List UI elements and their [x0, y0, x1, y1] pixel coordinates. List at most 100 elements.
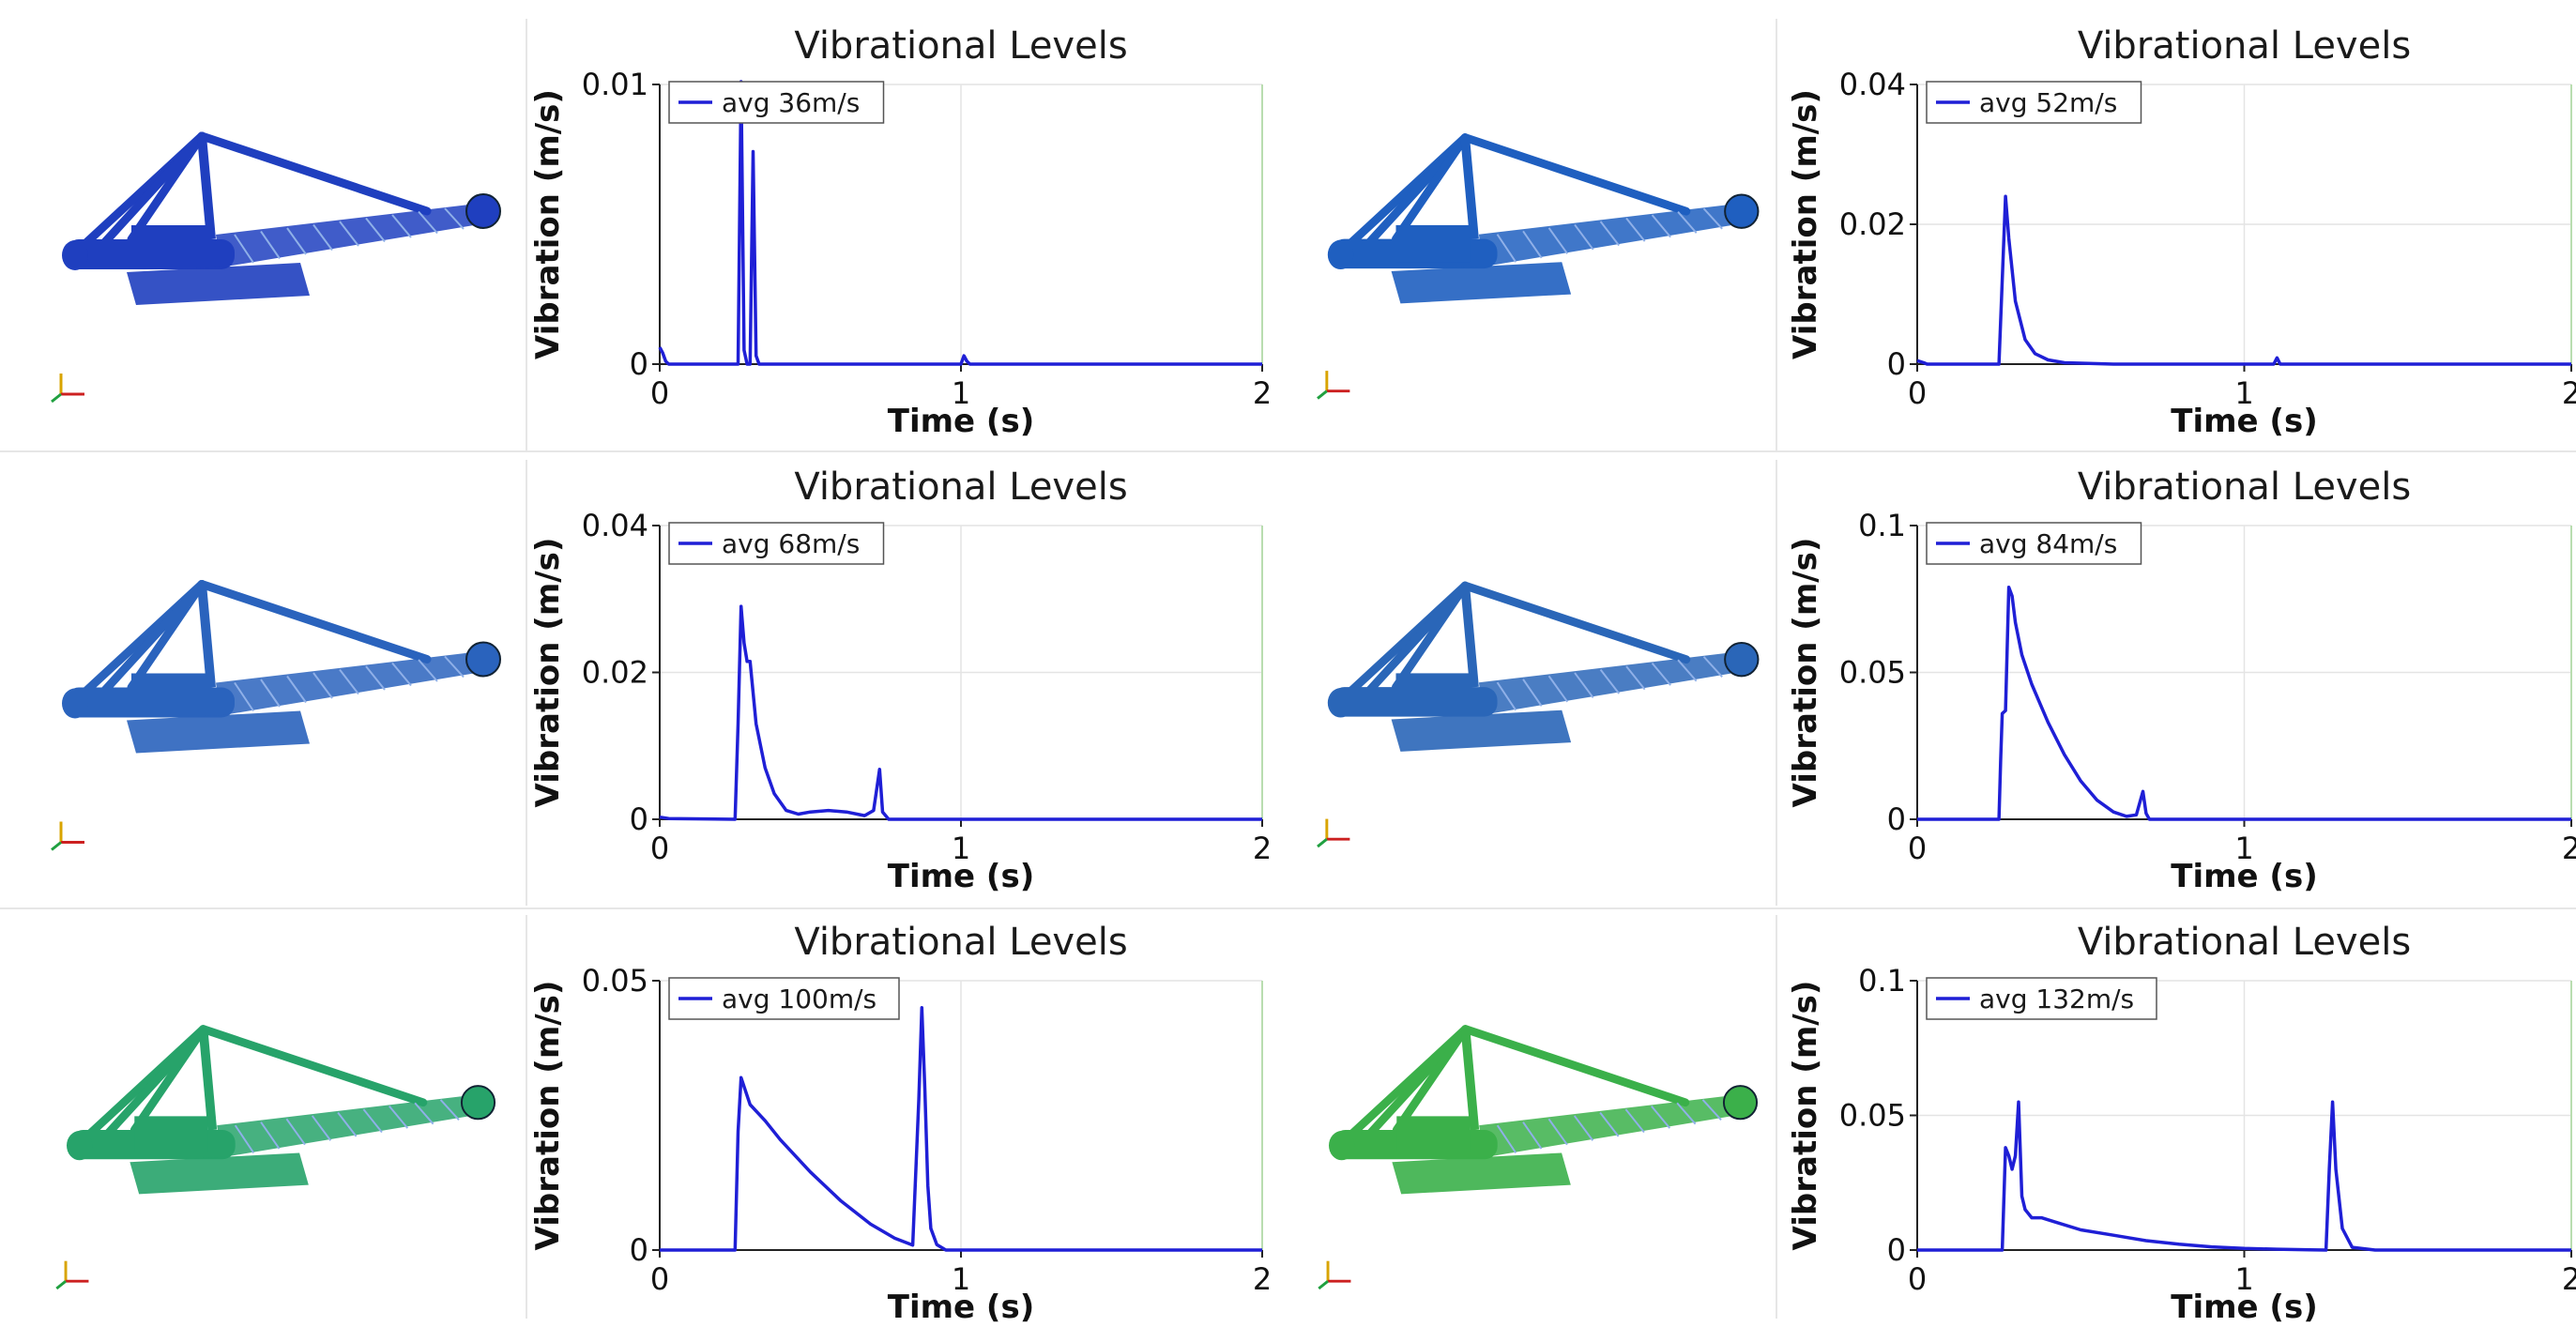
crane-model — [1327, 581, 1760, 752]
crane-boom — [1478, 205, 1732, 267]
chart-title: Vibrational Levels — [2078, 921, 2411, 964]
y-tick-label: 0.1 — [1858, 963, 1906, 999]
crane-cable — [130, 1025, 207, 1135]
crane-cable — [197, 580, 432, 664]
crane-cab — [134, 1116, 208, 1153]
crane-cab — [131, 673, 206, 711]
x-tick-label: 0 — [1908, 375, 1927, 411]
series-line — [659, 604, 1262, 821]
crane-model-render — [1318, 1025, 1759, 1290]
boom-lattice — [389, 1106, 409, 1129]
crane-cable — [1392, 1025, 1470, 1135]
crane-model — [1329, 1025, 1759, 1195]
boom-lattice — [1522, 679, 1543, 707]
panel-separator — [526, 19, 527, 450]
x-tick-label: 0 — [650, 831, 669, 866]
boom-lattice — [1496, 234, 1517, 263]
crane-base — [127, 263, 310, 305]
crane-cable — [127, 131, 206, 244]
crane-boom — [1478, 652, 1732, 715]
crane-cable — [1460, 133, 1691, 216]
x-tick-label: 2 — [1253, 831, 1272, 866]
crane-model — [67, 1025, 496, 1195]
crane-mast — [198, 1029, 218, 1131]
boom-lattice — [1547, 1118, 1568, 1146]
axis-triad-icon — [1317, 371, 1350, 400]
axis-z — [51, 841, 62, 851]
boom-lattice — [365, 217, 386, 243]
y-tick-label: 0.02 — [1839, 206, 1906, 242]
y-axis-label: Vibration (m/s) — [1787, 89, 1824, 359]
bucket-wheel — [460, 1085, 496, 1121]
chart-title: Vibrational Levels — [2078, 24, 2411, 68]
y-tick-label: 0.05 — [582, 963, 648, 999]
boom-lattice — [286, 227, 307, 255]
crane-mast — [1460, 585, 1479, 688]
crane-boom — [216, 652, 474, 716]
boom-lattice — [1599, 221, 1620, 247]
chart-title: Vibrational Levels — [794, 921, 1127, 964]
legend-label: avg 100m/s — [722, 984, 876, 1014]
x-axis-label: Time (s) — [2171, 403, 2318, 440]
x-tick-label: 0 — [1908, 1261, 1927, 1297]
axis-z — [1317, 838, 1328, 848]
boom-lattice — [444, 207, 465, 230]
x-tick-label: 0 — [650, 1261, 669, 1297]
x-tick-label: 1 — [2234, 831, 2253, 866]
boom-lattice — [1625, 217, 1646, 242]
y-axis-label: Vibration (m/s) — [529, 538, 567, 808]
boom-lattice — [362, 1108, 383, 1134]
panel-separator — [1776, 460, 1777, 906]
boom-lattice — [1522, 230, 1543, 259]
boom-lattice — [1677, 659, 1698, 682]
y-axis-label: Vibration (m/s) — [1787, 981, 1824, 1251]
boom-lattice — [1496, 681, 1517, 711]
x-tick-label: 1 — [952, 1261, 970, 1297]
legend-label: avg 84m/s — [1979, 528, 2117, 559]
crane-cab — [1396, 1116, 1471, 1153]
crane-model-render — [1317, 581, 1760, 848]
boom-lattice — [260, 679, 281, 708]
counterweight — [1327, 688, 1354, 718]
crane-base — [1391, 709, 1572, 752]
x-axis-label: Time (s) — [888, 1289, 1035, 1326]
x-axis-label: Time (s) — [2171, 858, 2318, 895]
boom-lattice — [339, 221, 359, 247]
crane-cab — [1395, 673, 1471, 710]
y-tick-label: 0.04 — [1839, 67, 1906, 102]
y-tick-label: 0 — [630, 801, 648, 837]
boom-lattice — [260, 230, 281, 260]
legend-label: avg 68m/s — [722, 528, 860, 559]
boom-lattice — [1547, 675, 1568, 703]
panel-separator — [526, 460, 527, 906]
axis-z — [51, 392, 62, 404]
bucket-wheel — [1724, 193, 1760, 229]
y-axis-label: Vibration (m/s) — [1787, 538, 1824, 808]
crane-cable — [1392, 133, 1470, 244]
crane-cable — [1392, 581, 1470, 692]
boom-lattice — [1625, 665, 1646, 691]
crane-base — [1391, 262, 1572, 304]
crane-cab — [1395, 224, 1471, 263]
y-tick-label: 0.01 — [582, 67, 648, 102]
x-tick-label: 0 — [1908, 831, 1927, 866]
axis-z — [1317, 389, 1328, 400]
x-axis-label: Time (s) — [888, 858, 1035, 895]
boom-lattice — [391, 662, 412, 687]
boom-lattice — [1599, 1111, 1620, 1137]
counterweight — [1327, 239, 1354, 270]
y-tick-label: 0.02 — [582, 655, 648, 691]
counterweight — [62, 688, 88, 719]
crane-mast — [1460, 1029, 1480, 1131]
boom-lattice — [260, 1121, 281, 1150]
y-tick-label: 0 — [630, 1232, 648, 1268]
boom-lattice — [234, 234, 254, 264]
boom-lattice — [391, 214, 412, 238]
counterweight — [1329, 1131, 1355, 1161]
series-line — [658, 80, 1262, 366]
boom-lattice — [439, 1099, 460, 1121]
crane-cable — [127, 580, 206, 692]
